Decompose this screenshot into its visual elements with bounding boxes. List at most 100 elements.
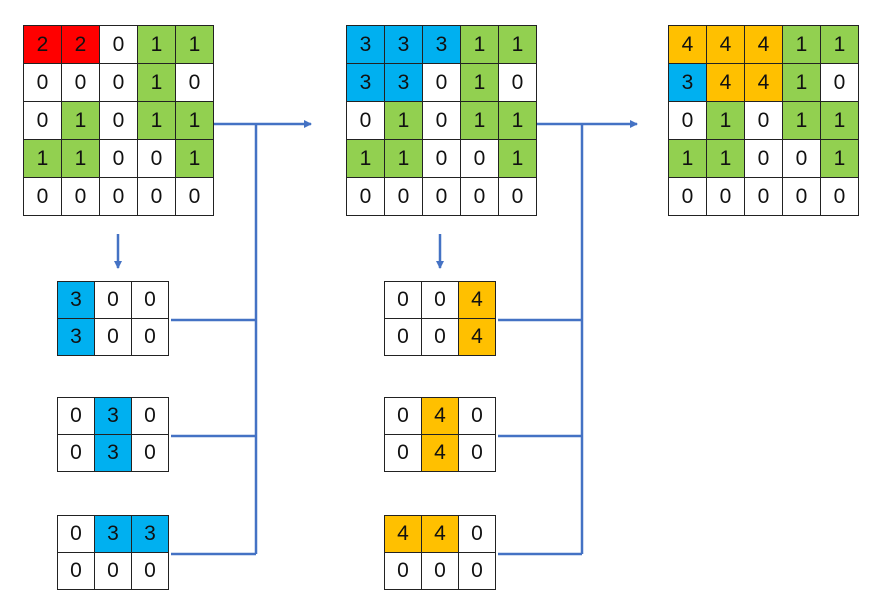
grid-cell: 3 xyxy=(95,398,132,435)
grid-cell: 1 xyxy=(499,102,537,140)
grid-cell: 3 xyxy=(95,435,132,472)
grid-cell: 4 xyxy=(459,319,496,356)
grid-cell: 1 xyxy=(347,140,385,178)
grid-cell: 1 xyxy=(821,140,859,178)
grid-cell: 0 xyxy=(499,178,537,216)
grid-cell: 0 xyxy=(461,178,499,216)
grid-cell: 1 xyxy=(138,102,176,140)
grid-cell: 3 xyxy=(95,516,132,553)
grid-cell: 1 xyxy=(783,26,821,64)
grid-cell: 3 xyxy=(423,26,461,64)
grid-cell: 1 xyxy=(707,102,745,140)
grid-cell: 0 xyxy=(461,140,499,178)
grid-cell: 0 xyxy=(783,140,821,178)
grid-cell: 0 xyxy=(100,178,138,216)
grid-cell: 0 xyxy=(385,178,423,216)
grid-cell: 4 xyxy=(745,64,783,102)
grid-cell: 0 xyxy=(459,435,496,472)
grid-cell: 0 xyxy=(669,178,707,216)
grid-cell: 0 xyxy=(385,282,422,319)
grid-cell: 0 xyxy=(385,435,422,472)
grid-cell: 0 xyxy=(24,64,62,102)
grid-cell: 4 xyxy=(422,435,459,472)
grid-cell: 3 xyxy=(385,64,423,102)
grid-cell: 4 xyxy=(745,26,783,64)
grid-cell: 0 xyxy=(62,178,100,216)
grid-cell: 1 xyxy=(461,26,499,64)
grid-cell: 0 xyxy=(459,553,496,590)
grid-cell: 0 xyxy=(132,435,169,472)
grid-cell: 0 xyxy=(385,553,422,590)
grid-cell: 1 xyxy=(499,26,537,64)
grid-cell: 3 xyxy=(58,319,95,356)
grid-cell: 1 xyxy=(176,140,214,178)
grid-cell: 0 xyxy=(745,178,783,216)
grid-cell: 0 xyxy=(24,178,62,216)
grid-cell: 0 xyxy=(745,140,783,178)
grid-cell: 4 xyxy=(669,26,707,64)
grid-cell: 0 xyxy=(95,282,132,319)
grid-cell: 0 xyxy=(132,398,169,435)
grid-cell: 0 xyxy=(132,282,169,319)
grid-cell: 0 xyxy=(62,64,100,102)
grid-cell: 0 xyxy=(783,178,821,216)
grid-cell: 0 xyxy=(58,516,95,553)
grid-cell: 3 xyxy=(669,64,707,102)
grid-cell: 1 xyxy=(138,64,176,102)
grid-cell: 0 xyxy=(95,319,132,356)
grid-cell: 0 xyxy=(422,319,459,356)
grid-cell: 0 xyxy=(58,553,95,590)
grid-cell: 1 xyxy=(461,102,499,140)
grid-cell: 0 xyxy=(100,102,138,140)
grid-cell: 1 xyxy=(385,102,423,140)
grid-cell: 3 xyxy=(385,26,423,64)
grid-cell: 0 xyxy=(58,435,95,472)
grid-cell: 0 xyxy=(707,178,745,216)
grid-cell: 0 xyxy=(459,398,496,435)
grid-cell: 0 xyxy=(422,282,459,319)
grid-cell: 0 xyxy=(499,64,537,102)
grid-cell: 0 xyxy=(821,64,859,102)
grid-cell: 0 xyxy=(821,178,859,216)
grid-cell: 1 xyxy=(176,102,214,140)
grid-cell: 3 xyxy=(58,282,95,319)
grid-cell: 1 xyxy=(176,26,214,64)
grid-cell: 3 xyxy=(132,516,169,553)
grid-cell: 1 xyxy=(138,26,176,64)
grid-cell: 1 xyxy=(62,102,100,140)
grid-cell: 4 xyxy=(707,26,745,64)
grid-cell: 2 xyxy=(62,26,100,64)
grid-cell: 0 xyxy=(95,553,132,590)
grid-cell: 0 xyxy=(423,178,461,216)
grid-cell: 0 xyxy=(132,553,169,590)
grid-cell: 4 xyxy=(422,516,459,553)
grid-cell: 1 xyxy=(461,64,499,102)
grid-cell: 0 xyxy=(459,516,496,553)
grid-cell: 1 xyxy=(821,102,859,140)
grid-cell: 0 xyxy=(24,102,62,140)
grid-cell: 0 xyxy=(385,319,422,356)
grid-cell: 1 xyxy=(783,64,821,102)
grid-cell: 1 xyxy=(385,140,423,178)
grid-cell: 0 xyxy=(176,178,214,216)
grid-cell: 1 xyxy=(707,140,745,178)
grid-cell: 0 xyxy=(347,178,385,216)
grid-cell: 0 xyxy=(385,398,422,435)
grid-cell: 4 xyxy=(459,282,496,319)
grid-cell: 0 xyxy=(100,64,138,102)
grid-cell: 0 xyxy=(100,140,138,178)
grid-cell: 0 xyxy=(100,26,138,64)
grid-cell: 0 xyxy=(58,398,95,435)
grid-cell: 1 xyxy=(821,26,859,64)
grid-cell: 0 xyxy=(138,140,176,178)
grid-cell: 4 xyxy=(707,64,745,102)
